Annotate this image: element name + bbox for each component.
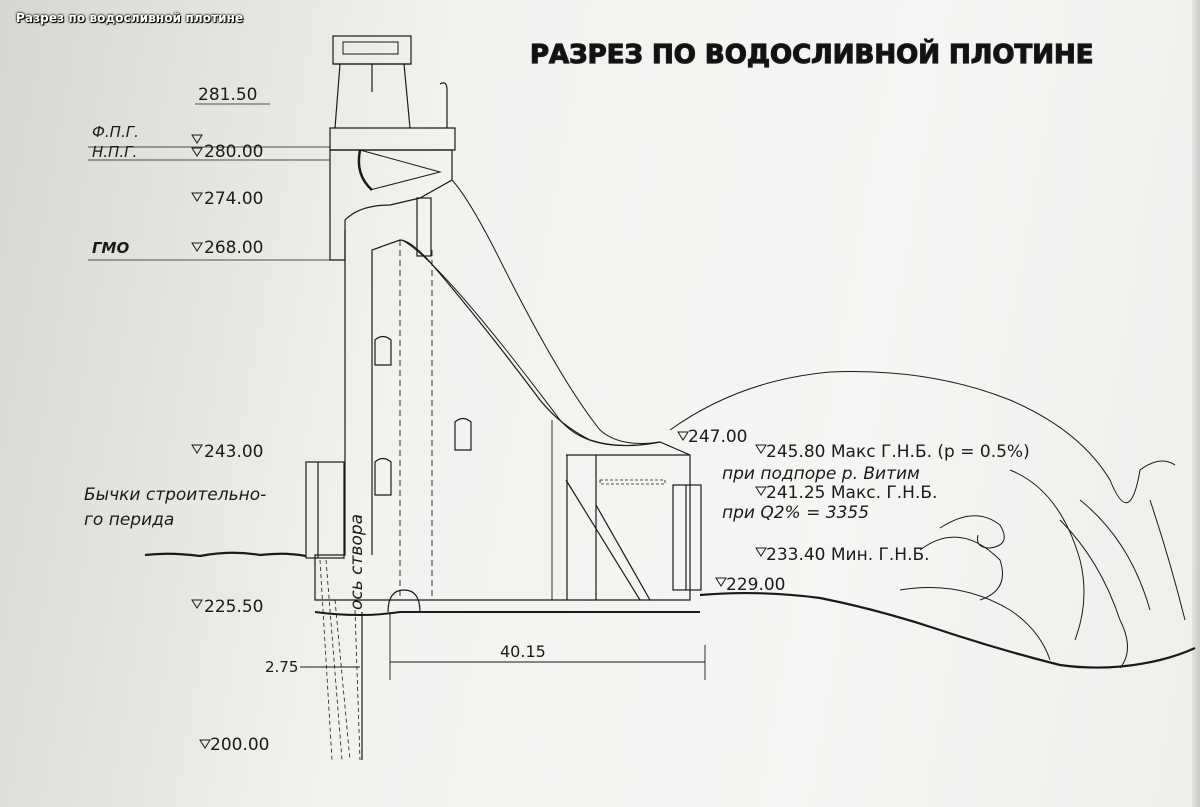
gallery-opening-3 <box>374 457 392 496</box>
water-jet-upper <box>451 179 661 444</box>
gmo-label: ГМО <box>92 239 129 257</box>
level-243: 243.00 <box>204 442 263 462</box>
level-lines <box>88 103 340 261</box>
pier-column <box>416 197 432 257</box>
max-tailwater-sub: при подпоре р. Витим <box>722 464 920 484</box>
radial-gate <box>357 149 373 191</box>
level-280: 280.00 <box>204 142 263 162</box>
foundation-cutoff <box>319 559 361 761</box>
dim-2-75: 2.75 <box>265 658 298 676</box>
level-281-50: 281.50 <box>198 85 257 105</box>
min-tailwater-note: 233.40 Мин. Г.Н.Б. <box>766 545 930 565</box>
npg-label: Н.П.Г. <box>92 143 137 161</box>
max-tailwater-2-sub: при Q2% = 3355 <box>722 503 869 523</box>
piers-note-line1: Бычки строительно- <box>84 485 266 505</box>
dim-40-15: 40.15 <box>500 642 546 661</box>
level-274: 274.00 <box>204 189 263 209</box>
deck <box>329 127 456 151</box>
gallery-opening-2 <box>454 417 472 451</box>
drawing-title: РАЗРЕЗ ПО ВОДОСЛИВНОЙ ПЛОТИНЕ <box>530 38 1093 70</box>
level-200: 200.00 <box>210 735 269 755</box>
gate-chamber <box>329 149 453 261</box>
max-tailwater-note: 245.80 Макс Г.Н.Б. (р = 0.5%) <box>766 442 1030 462</box>
crane-grille <box>342 41 399 55</box>
fpg-label: Ф.П.Г. <box>92 123 139 141</box>
spillway-face-inner <box>401 239 661 447</box>
level-markers <box>191 134 767 749</box>
level-247: 247.00 <box>688 427 747 447</box>
ground-downstream <box>699 591 1196 669</box>
lamp-post <box>439 82 448 91</box>
piers-note-line2: го перида <box>84 510 174 530</box>
crane-box <box>332 35 412 65</box>
left-pier <box>305 461 345 559</box>
paper-edge-shadow <box>1192 0 1200 807</box>
ground-upstream <box>144 551 307 558</box>
level-268: 268.00 <box>204 238 263 258</box>
level-225-50: 225.50 <box>204 597 263 617</box>
gate-arm <box>359 149 442 191</box>
dam-outline <box>314 230 691 601</box>
photo-caption: Разрез по водосливной плотине <box>16 11 244 25</box>
gate-tower <box>329 35 456 261</box>
drainage-gallery <box>387 589 421 613</box>
axis-label: ось створа <box>347 514 367 610</box>
max-tailwater-2-note: 241.25 Макс. Г.Н.Б. <box>766 483 937 503</box>
gallery-opening-1 <box>374 335 392 366</box>
spillway-body <box>305 179 702 613</box>
right-pier <box>672 484 702 591</box>
tailwater-jet <box>669 371 1186 669</box>
foundation-line <box>314 611 700 616</box>
level-229: 229.00 <box>726 575 785 595</box>
